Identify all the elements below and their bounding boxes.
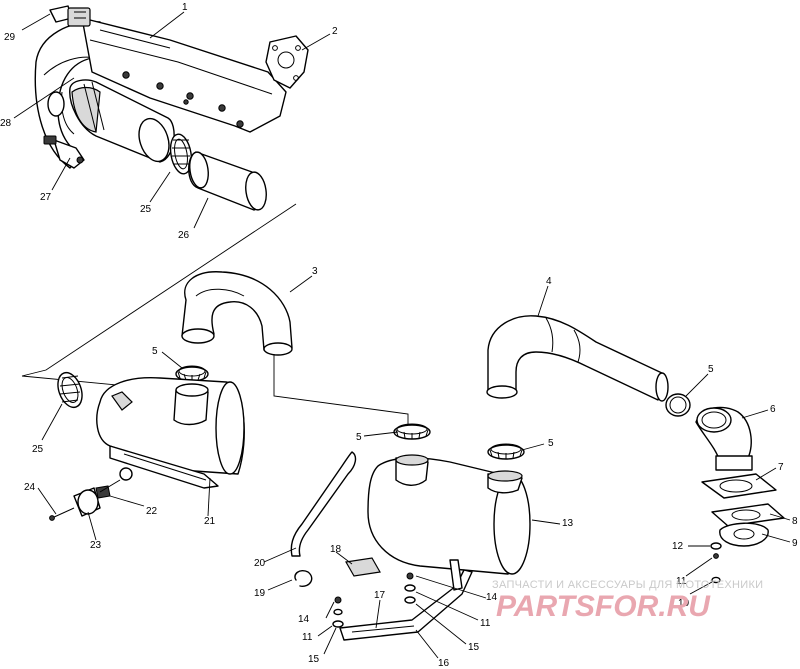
callout-16: 16 (438, 658, 450, 669)
callout-24: 24 (24, 482, 36, 493)
callout-23: 23 (90, 540, 102, 551)
callout-18: 18 (330, 544, 342, 555)
callout-19: 19 (254, 588, 266, 599)
callout-12: 12 (672, 541, 684, 552)
callout-8: 8 (792, 516, 798, 527)
callout-29: 29 (4, 32, 16, 43)
exhaust-manifold-group (34, 5, 309, 211)
callout-11-outlet: 11 (676, 576, 687, 587)
callout-25-lower: 25 (32, 444, 44, 455)
callout-15-bracket: 15 (468, 642, 480, 653)
callout-20: 20 (254, 558, 266, 569)
callout-17: 17 (374, 590, 386, 601)
callout-15-left: 15 (308, 654, 320, 665)
watermark-caption: ЗАПЧАСТИ И АКСЕССУАРЫ ДЛЯ МОТОТЕХНИКИ (492, 579, 763, 591)
callout-11-bracket: 11 (480, 618, 491, 629)
callout-5-muffler-front: 5 (356, 432, 362, 443)
callout-5-outlet: 5 (708, 364, 714, 375)
callout-5-muffler-rear: 5 (548, 438, 554, 449)
resonator-group (49, 271, 293, 521)
callout-27: 27 (40, 192, 52, 203)
callout-14-left: 14 (298, 614, 310, 625)
callout-5-resonator: 5 (152, 346, 158, 357)
callout-3: 3 (312, 266, 318, 277)
callout-6: 6 (770, 404, 776, 415)
watermark: ЗАПЧАСТИ И АКСЕССУАРЫ ДЛЯ МОТОТЕХНИКИ PA… (492, 579, 763, 623)
callout-7: 7 (778, 462, 784, 473)
watermark-brand: PARTSFOR.RU (496, 590, 711, 623)
callout-28: 28 (0, 118, 12, 129)
callout-11-left: 11 (302, 632, 313, 643)
callout-26: 26 (178, 230, 190, 241)
callout-25-upper: 25 (140, 204, 152, 215)
leader-lines (13, 11, 791, 659)
callout-10: 10 (678, 598, 690, 609)
callout-14-bracket: 14 (486, 592, 498, 603)
callout-13: 13 (562, 518, 574, 529)
callout-22: 22 (146, 506, 158, 517)
muffler-group (290, 315, 785, 641)
callout-9: 9 (792, 538, 798, 549)
callout-4: 4 (546, 276, 552, 287)
callout-2: 2 (332, 26, 338, 37)
callout-1: 1 (182, 2, 188, 13)
callout-21: 21 (204, 516, 216, 527)
